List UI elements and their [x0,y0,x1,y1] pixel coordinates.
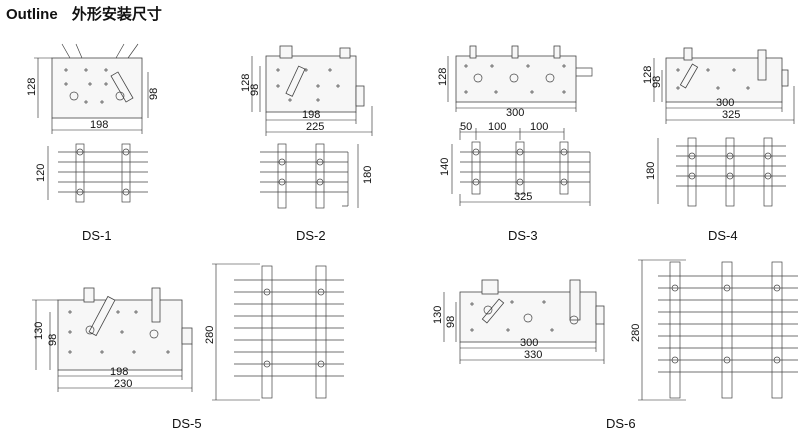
ds5-front-svg: 280 [204,263,344,401]
ds6-dim-h2: 98 [445,316,457,328]
ds5-top-svg: 130 98 198 230 [32,287,193,392]
ds2-label: DS-2 [296,228,326,243]
ds5-dim-w2: 230 [114,378,132,390]
ds5-front-view: 280 [200,258,350,408]
ds3-top-svg: 128 300 [437,45,593,119]
ds5-dim-h1: 130 [33,322,45,340]
ds6-dim-h1: 130 [432,306,444,324]
ds2-dim-w1: 198 [302,109,320,121]
ds4-front-view: 180 [640,134,800,214]
ds3-front-view: 50 100 100 140 325 [430,120,610,216]
ds4-dim-w2: 325 [722,109,740,121]
ds5-dim-front-h: 280 [204,326,216,344]
title-chinese: 外形安装尺寸 [71,5,162,23]
ds2-top-view: 128 98 198 225 [232,36,382,140]
ds2-dim-h1: 128 [240,74,252,92]
ds5-label: DS-5 [172,416,202,431]
ds1-top-svg: 128 98 198 [26,43,160,134]
ds6-front-svg: 280 [630,259,798,401]
ds1-dim-w: 198 [90,119,108,131]
ds2-top-svg: 128 98 198 225 [240,45,373,136]
ds3-dim-s1: 50 [460,121,472,133]
ds1-dim-h2: 98 [148,88,160,100]
ds1-dim-front-h: 120 [35,164,47,182]
ds6-dim-front-h: 280 [630,324,642,342]
ds6-top-svg: 130 98 300 330 [432,279,605,364]
ds3-top-view: 128 300 [430,36,610,122]
ds2-dim-h2: 98 [249,84,261,96]
ds5-dim-w1: 198 [110,366,128,378]
ds3-dim-s3: 100 [530,121,548,133]
ds4-front-svg: 180 [645,137,786,207]
ds1-front-svg: 120 [35,143,148,203]
title-english: Outline [6,6,58,23]
ds2-front-svg: 180 [260,143,374,209]
ds5-dim-h2: 98 [47,334,59,346]
ds4-dim-front-h: 180 [645,162,657,180]
ds6-label: DS-6 [606,416,636,431]
ds1-dim-h1: 128 [26,78,38,96]
ds1-front-view: 120 [30,140,170,210]
ds6-dim-w1: 300 [520,337,538,349]
ds6-top-view: 130 98 300 330 [430,274,615,374]
ds3-label: DS-3 [508,228,538,243]
ds3-dim-front-w: 325 [514,191,532,203]
ds1-label: DS-1 [82,228,112,243]
ds1-top-view: 128 98 198 [24,36,174,136]
ds6-front-view: 280 [626,256,806,406]
ds4-label: DS-4 [708,228,738,243]
ds4-dim-w1: 300 [716,97,734,109]
ds4-top-svg: 128 98 300 325 [642,47,795,124]
ds5-top-view: 130 98 198 230 [28,278,203,394]
ds6-dim-w2: 330 [524,349,542,361]
ds3-dim-h: 128 [437,68,449,86]
ds4-top-view: 128 98 300 325 [636,40,806,130]
ds2-front-view: 180 [250,140,380,215]
ds4-dim-h2: 98 [651,76,663,88]
ds2-dim-w2: 225 [306,121,324,133]
ds3-dim-w: 300 [506,107,524,119]
ds3-dim-front-h: 140 [439,158,451,176]
ds3-dim-s2: 100 [488,121,506,133]
ds4-dim-h1: 128 [642,66,654,84]
ds3-front-svg: 50 100 100 140 325 [439,121,591,206]
ds2-dim-front-h: 180 [362,166,374,184]
page-title: Outline 外形安装尺寸 [6,3,162,24]
